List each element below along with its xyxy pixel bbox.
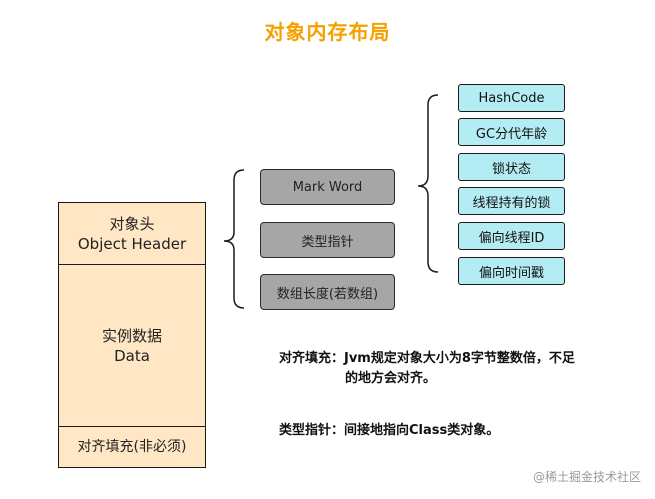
mark-word-box: Mark Word xyxy=(260,169,395,205)
memory-layout-block: 对象头 Object Header 实例数据 Data 对齐填充(非必须) xyxy=(58,202,206,468)
klass-pointer-box: 类型指针 xyxy=(260,222,395,258)
biased-thread-id-box: 偏向线程ID xyxy=(458,222,565,250)
hashcode-box: HashCode xyxy=(458,84,565,112)
instance-data-segment: 实例数据 Data xyxy=(59,265,205,427)
markword-brace xyxy=(417,94,439,273)
lock-holder-box: 线程持有的锁 xyxy=(458,187,565,215)
object-header-segment: 对象头 Object Header xyxy=(59,203,205,265)
object-header-en-label: Object Header xyxy=(77,234,187,253)
instance-data-en-label: Data xyxy=(114,346,150,365)
array-length-box: 数组长度(若数组) xyxy=(260,274,395,310)
gc-age-box: GC分代年龄 xyxy=(458,118,565,146)
header-brace xyxy=(223,169,245,309)
padding-label: 对齐填充(非必须) xyxy=(77,439,187,455)
watermark: @稀土掘金技术社区 xyxy=(532,470,641,484)
lock-state-box: 锁状态 xyxy=(458,153,565,181)
padding-note-line1: 对齐填充：Jvm规定对象大小为8字节整数倍，不足 xyxy=(279,351,575,366)
diagram-title: 对象内存布局 xyxy=(264,20,391,44)
object-header-cn-label: 对象头 xyxy=(109,214,155,233)
klass-note: 类型指针：间接地指向Class类对象。 xyxy=(279,423,500,438)
biased-timestamp-box: 偏向时间戳 xyxy=(458,257,565,285)
padding-segment: 对齐填充(非必须) xyxy=(59,427,205,467)
padding-note: 对齐填充：Jvm规定对象大小为8字节整数倍，不足 的地方会对齐。 xyxy=(279,349,575,389)
padding-note-line2: 的地方会对齐。 xyxy=(345,371,437,386)
instance-data-cn-label: 实例数据 xyxy=(101,326,162,345)
